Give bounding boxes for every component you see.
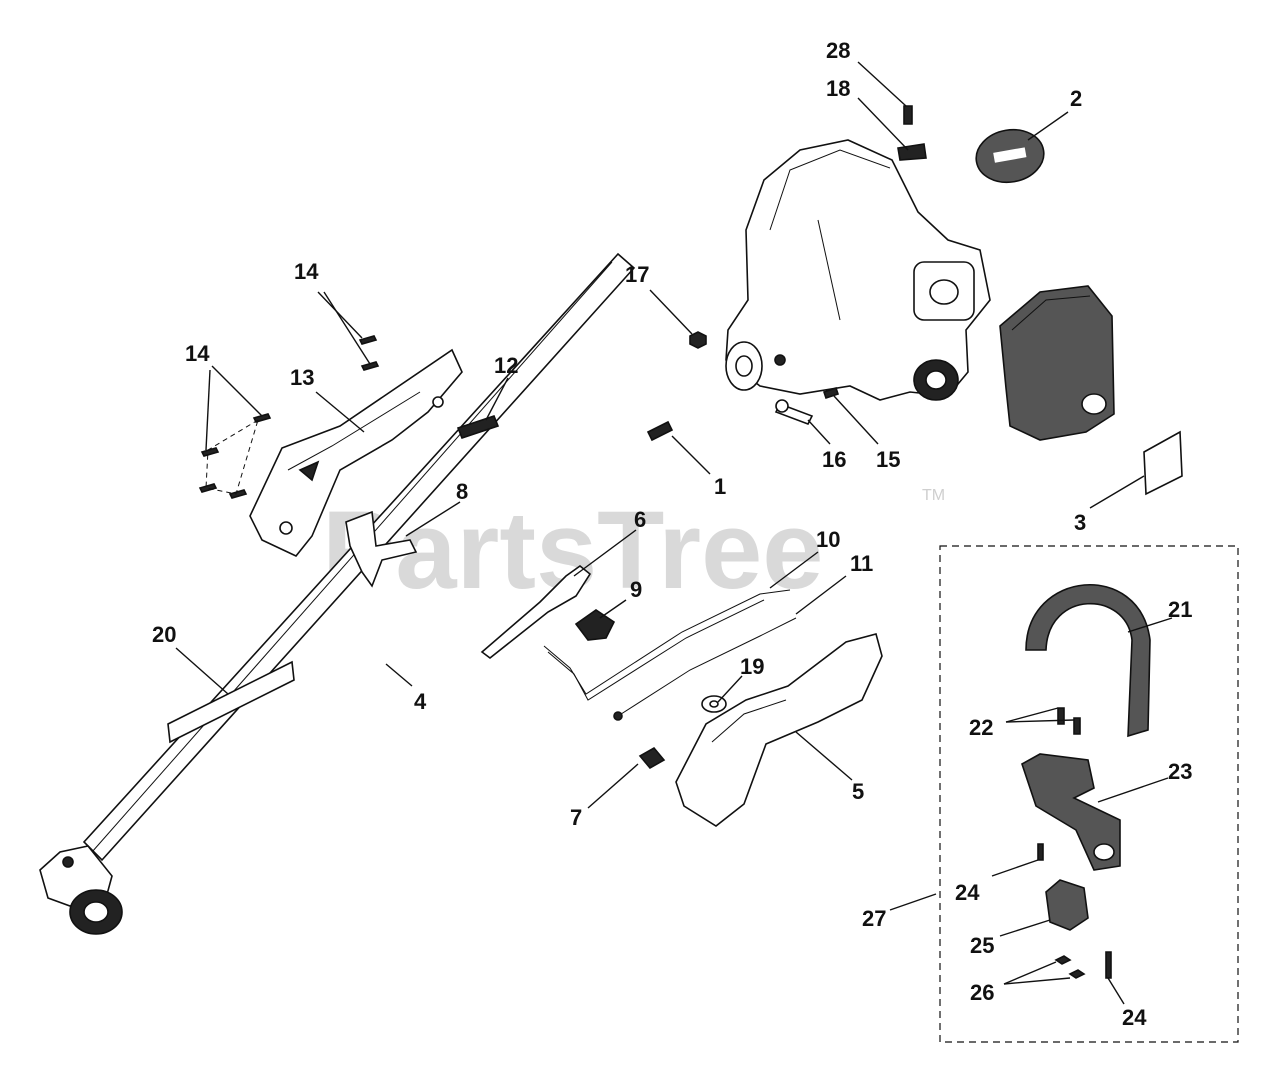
part-bolt-short xyxy=(822,386,840,400)
part-switch-lever xyxy=(480,564,592,660)
kit-box xyxy=(939,545,1239,1043)
part-nut-small xyxy=(638,746,666,770)
callout-10: 10 xyxy=(816,527,840,552)
part-shaft-decal xyxy=(167,660,295,744)
callout-22: 22 xyxy=(969,715,993,740)
part-screw-top xyxy=(903,105,913,125)
callout-labels: 28 18 2 17 14 14 13 12 1 16 15 8 3 6 10 … xyxy=(152,38,1192,1030)
callout-19: 19 xyxy=(740,654,764,679)
callout-9: 9 xyxy=(630,577,642,602)
part-clamp xyxy=(1045,879,1089,931)
callout-23: 23 xyxy=(1168,759,1192,784)
watermark-trademark: TM xyxy=(922,487,945,504)
part-bolt-long xyxy=(774,399,814,426)
leader-lines xyxy=(175,61,1173,1005)
part-muffler-cover xyxy=(999,285,1115,441)
callout-6: 6 xyxy=(634,507,646,532)
callout-25: 25 xyxy=(970,933,994,958)
part-warning-label xyxy=(1143,430,1183,496)
callout-14-top: 14 xyxy=(294,259,319,284)
part-nut xyxy=(689,331,707,349)
callout-13: 13 xyxy=(290,365,314,390)
part-handle-bracket xyxy=(1021,753,1121,871)
part-ignition-switch xyxy=(574,609,616,641)
callout-14-left: 14 xyxy=(185,341,210,366)
callout-12: 12 xyxy=(494,353,518,378)
part-trigger-spring xyxy=(456,415,500,439)
callout-28: 28 xyxy=(826,38,850,63)
part-engine-assembly xyxy=(725,139,991,401)
callout-24-upper: 24 xyxy=(955,880,980,905)
callout-21: 21 xyxy=(1168,597,1192,622)
callout-24-lower: 24 xyxy=(1122,1005,1147,1030)
callout-7: 7 xyxy=(570,805,582,830)
part-screws-handle xyxy=(198,335,380,499)
callout-4: 4 xyxy=(414,689,427,714)
callout-26: 26 xyxy=(970,980,994,1005)
callout-17: 17 xyxy=(625,262,649,287)
part-bolt-kit-a xyxy=(1037,843,1044,861)
part-washer xyxy=(701,695,727,713)
callout-3: 3 xyxy=(1074,510,1086,535)
callout-2: 2 xyxy=(1070,86,1082,111)
callout-8: 8 xyxy=(456,479,468,504)
callout-18: 18 xyxy=(826,76,850,101)
part-throttle-trigger xyxy=(345,510,418,588)
part-bolt-kit-b xyxy=(1105,951,1112,979)
callout-27: 27 xyxy=(862,906,886,931)
callout-1: 1 xyxy=(714,474,726,499)
part-loop-handle xyxy=(1025,583,1151,738)
part-nameplate xyxy=(975,128,1045,184)
part-rear-housing xyxy=(675,633,883,827)
part-spring xyxy=(646,420,674,442)
part-wire-cables xyxy=(543,589,797,721)
callout-20: 20 xyxy=(152,622,176,647)
callout-15: 15 xyxy=(876,447,900,472)
part-nuts-kit xyxy=(1054,955,1086,979)
part-handle-housing xyxy=(249,348,463,557)
callout-16: 16 xyxy=(822,447,846,472)
callout-5: 5 xyxy=(852,779,864,804)
part-bracket xyxy=(897,143,927,161)
callout-11: 11 xyxy=(850,551,873,576)
